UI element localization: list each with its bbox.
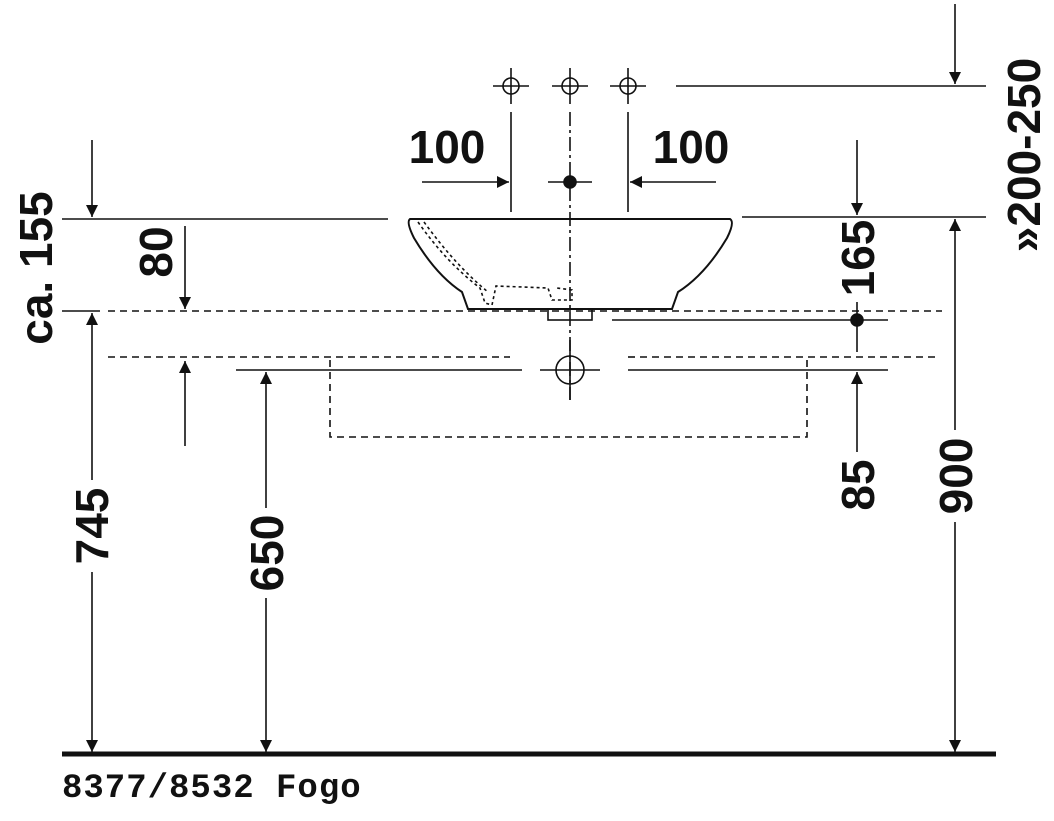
drain-outlet [547,308,593,321]
label-drain-depth: 80 [130,226,182,277]
tap-right-marker [610,68,646,212]
basin-inner-channel [417,221,573,307]
label-bowl-depth: ca. 155 [10,191,62,344]
tap-left-marker [493,68,529,212]
label-overall-rim-height: 165 [832,220,884,297]
product-caption: 8377/8532 Fogo [62,770,362,808]
cabinet-outline [329,360,808,438]
basin-bowl [407,218,733,310]
label-siphon-height: 650 [241,515,293,592]
label-rim-height: 900 [930,438,982,515]
label-tap-height-range: »200-250 [998,58,1050,252]
label-right-spacing: 100 [653,121,730,173]
tap-center-marker [552,68,588,400]
siphon-symbol [540,340,600,400]
center-point [563,175,577,189]
label-left-spacing: 100 [409,121,486,173]
label-siphon-offset: 85 [832,459,884,510]
basin-inner-channel-2 [423,221,489,293]
label-counter-height: 745 [66,488,118,565]
